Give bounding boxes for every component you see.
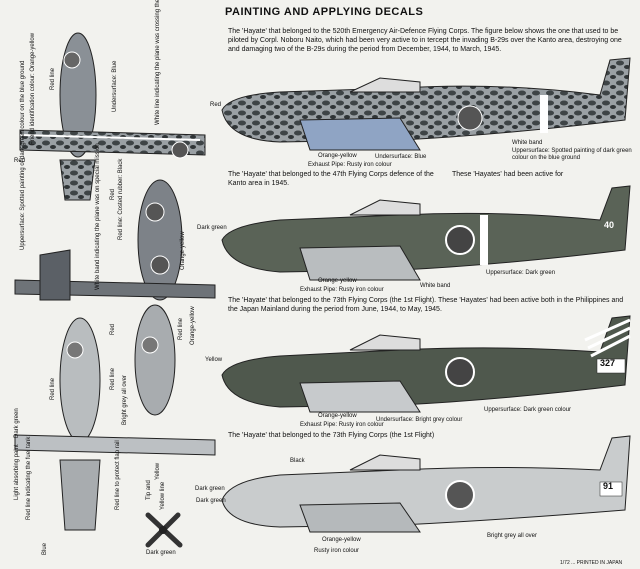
p2-label-upper: Uppersurface: Dark green xyxy=(486,270,556,276)
profile-3-caption: The 'Hayate' that belonged to the 73th F… xyxy=(228,297,624,313)
p1-label-white-band: White band xyxy=(512,140,543,146)
plan-low-label-yellow-line: Yellow line xyxy=(160,481,166,510)
p2-label-dark-green: Dark green xyxy=(197,225,227,231)
profile-4-number: 91 xyxy=(603,481,614,491)
plan-low-label-yellow: Yellow xyxy=(155,462,161,480)
p4-label-orange: Orange-yellow xyxy=(322,537,361,543)
plan-mid-label-red-2: Red xyxy=(110,323,116,335)
profile-1-aircraft xyxy=(221,57,631,151)
p4-label-bright-grey: Bright grey all over xyxy=(487,533,538,539)
profile-2-caption-b: These 'Hayates' had been active for xyxy=(452,171,564,178)
plan-top-label-upper: Uppersurface: Spotted painting of dark g… xyxy=(20,60,26,250)
p4-label-rusty: Rusty iron colour xyxy=(314,548,360,554)
plan-low-label-dark-green: Dark green xyxy=(14,408,20,438)
p4-label-dark-green: Dark green xyxy=(195,486,225,492)
p1-label-red: Red xyxy=(210,102,222,108)
plan-low-label-flap: Red line to protect flap rail xyxy=(115,440,121,510)
profile-2-caption: The 'Hayate' that belonged to the 47th F… xyxy=(228,171,434,187)
plan-view-top xyxy=(19,32,206,201)
p3-label-yellow: Yellow xyxy=(205,357,223,363)
p3-label-exhaust: Exhaust Pipe: Rusty iron colour xyxy=(300,422,384,428)
plan-low-label-dark-green-2: Dark green xyxy=(146,550,176,556)
plan-view-bottom xyxy=(14,304,216,531)
profile-3-number: 327 xyxy=(600,358,616,368)
plan-low-label-red-line-2: Red line xyxy=(110,367,116,390)
plan-low-label-tip: Tip and xyxy=(146,480,152,500)
plan-view-middle xyxy=(14,179,216,301)
p3-label-under: Undersurface: Bright grey colour xyxy=(376,417,463,423)
plan-mid-label-costed: Red line: Costed rubber: Black xyxy=(118,158,124,240)
p2-label-exhaust: Exhaust Pipe: Rusty iron colour xyxy=(300,287,384,293)
p2-label-orange: Orange-yellow xyxy=(318,278,357,284)
plan-low-label-light-absorbing: Light absorbing paint xyxy=(14,444,20,500)
plan-mid-label-red-line: Red line xyxy=(178,317,184,340)
p1-label-under: Undersurface: Blue xyxy=(375,154,427,160)
plan-low-label-red-line: Red line xyxy=(50,377,56,400)
plan-low-label-dark-green-3: Dark green xyxy=(196,498,226,504)
profile-1-caption: The 'Hayate' that belonged to the 520th … xyxy=(228,28,622,53)
profile-2-number: 40 xyxy=(604,220,615,230)
plan-mid-label-white-band: White band indicating the plane was on s… xyxy=(95,143,101,290)
p1-label-orange: Orange-yellow xyxy=(318,153,357,159)
plan-mid-label-orange: Orange-yellow xyxy=(180,231,186,270)
p1-label-exhaust: Exhaust Pipe: Rusty iron colour xyxy=(308,162,392,168)
plan-mid-label-red: Red xyxy=(110,188,116,200)
p3-label-upper: Uppersurface: Dark green colour xyxy=(484,407,572,413)
plan-low-label-blue: Blue xyxy=(42,542,48,555)
p4-label-black: Black xyxy=(290,458,305,464)
plan-mid-label-orange-2: Orange-yellow xyxy=(190,306,196,345)
profile-4-caption: The 'Hayate' that belonged to the 73th F… xyxy=(228,432,435,439)
p3-label-orange: Orange-yellow xyxy=(318,413,357,419)
propeller-drawing xyxy=(145,512,183,548)
plan-top-label-red-line: Red line xyxy=(50,67,56,90)
p1-label-upper: Uppersurface: Spotted painting of dark g… xyxy=(512,148,632,161)
page-title: PAINTING AND APPLYING DECALS xyxy=(225,6,424,18)
plan-top-label-friend: Friend identification colour: Orange-yel… xyxy=(30,32,36,145)
p2-label-white-band: White band xyxy=(420,283,451,289)
profile-2-aircraft xyxy=(221,185,631,281)
plan-low-label-bright-grey: Bright grey all over xyxy=(122,374,128,425)
profile-4-aircraft xyxy=(221,435,631,533)
footer: 1/72 ... PRINTED IN JAPAN xyxy=(560,560,623,566)
plan-top-label-under: Undersurface: Blue xyxy=(112,60,118,112)
plan-top-label-white-line: White line indicating the plane was cros… xyxy=(155,0,161,125)
profile-3-aircraft xyxy=(221,315,631,413)
plan-top-label-red: Red xyxy=(14,158,26,164)
plan-low-label-fuel-tank: Red line indicating the fuel tank xyxy=(26,436,32,520)
